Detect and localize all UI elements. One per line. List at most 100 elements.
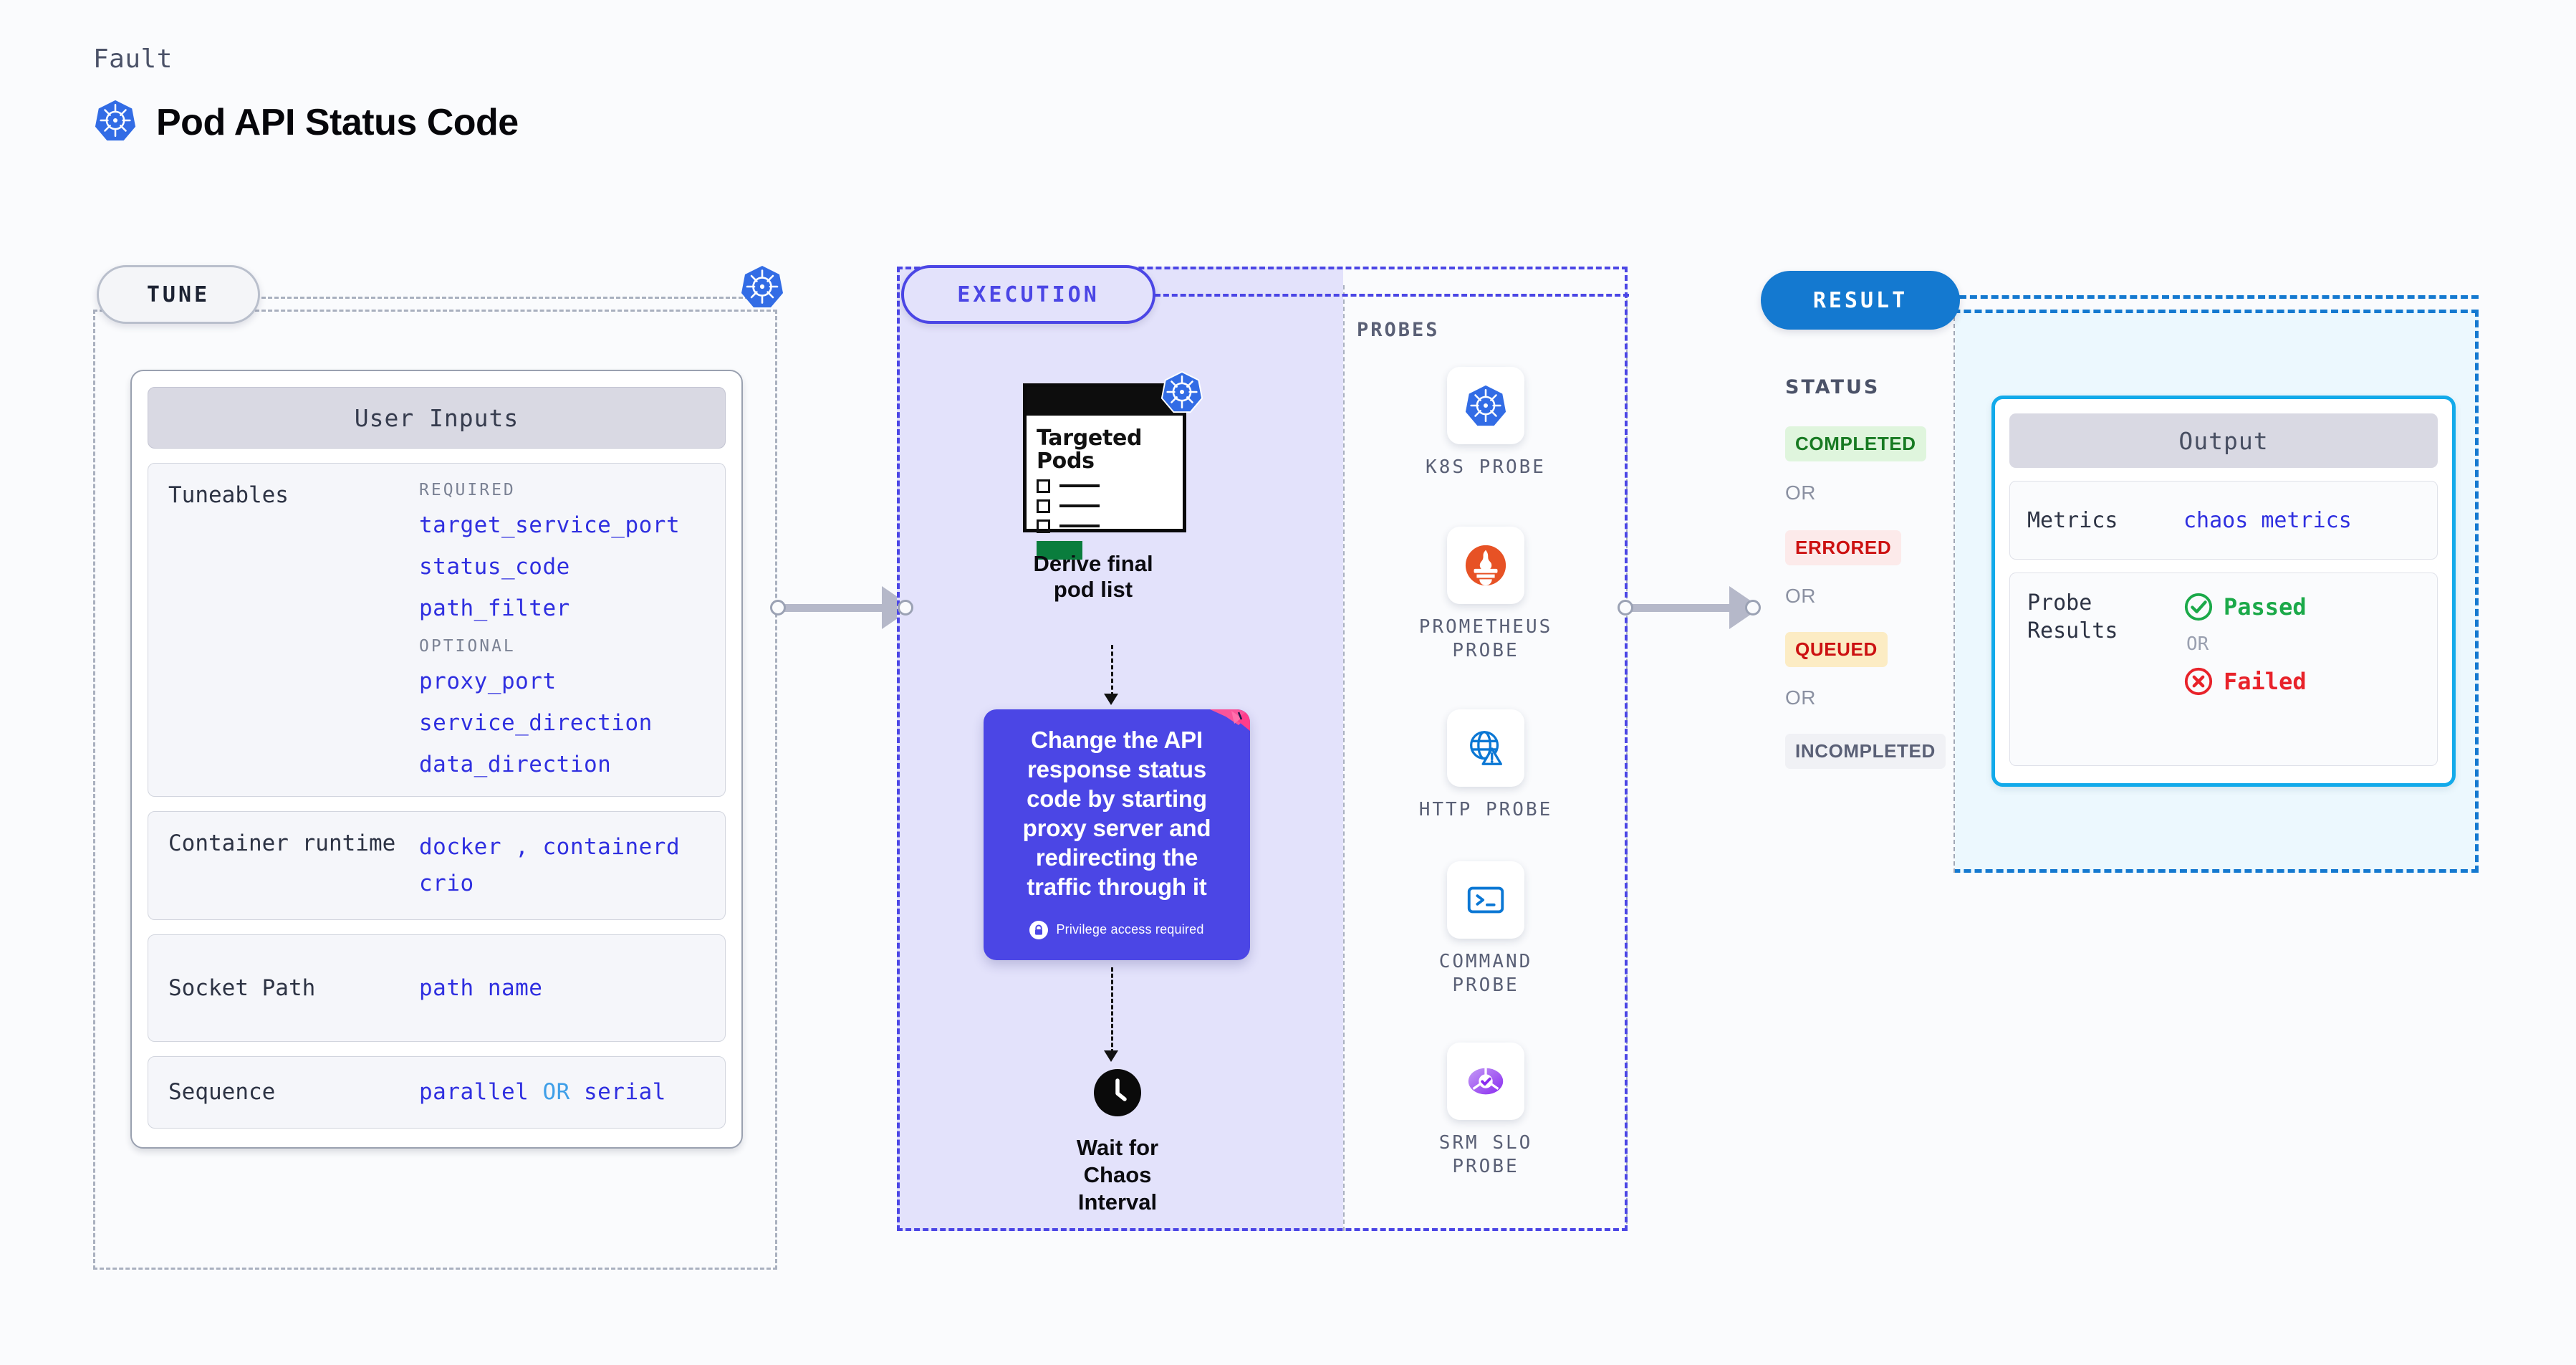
- probe-result-passed: Passed: [2183, 592, 2307, 622]
- status-or-2: OR: [1785, 585, 1816, 607]
- output-title: Output: [2009, 413, 2438, 468]
- socket-path-value: path name: [419, 974, 543, 1001]
- result-header-dashline: [1959, 295, 2479, 299]
- failed-label: Failed: [2224, 668, 2307, 695]
- probe-http[interactable]: HTTP PROBE: [1414, 709, 1557, 822]
- runtime-containerd: containerd: [542, 834, 681, 860]
- tunable-data-direction[interactable]: data_direction: [419, 752, 612, 777]
- flow-arrow-2: [1104, 1050, 1118, 1062]
- tune-stage-pill[interactable]: TUNE: [97, 265, 260, 324]
- connector-bar: [1630, 603, 1736, 612]
- card-titlebar: [1027, 387, 1183, 416]
- checkbox-icon: [1037, 519, 1050, 533]
- probe-command[interactable]: COMMAND PROBE: [1414, 861, 1557, 998]
- runtime-crio: crio: [419, 871, 474, 897]
- metrics-label: Metrics: [2027, 507, 2118, 533]
- fault-label: Fault: [93, 44, 173, 74]
- execution-stage-container: [897, 267, 1628, 1231]
- required-kicker: REQUIRED: [419, 481, 516, 499]
- tunable-proxy-port[interactable]: proxy_port: [419, 669, 557, 694]
- container-runtime-row: Container runtime docker , containerd cr…: [148, 811, 726, 921]
- chaos-description: Change the API response status code by s…: [1022, 727, 1211, 900]
- probe-label: HTTP PROBE: [1418, 799, 1553, 820]
- flow-line-2: [1111, 967, 1113, 1053]
- container-runtime-label: Container runtime: [168, 830, 396, 856]
- page-title: Pod API Status Code: [156, 101, 519, 143]
- x-circle-icon: [2184, 667, 2213, 696]
- kubernetes-icon: [93, 98, 138, 146]
- execution-header-dashline: [1155, 294, 1629, 297]
- terminal-icon: [1447, 861, 1524, 939]
- checkbox-icon: [1037, 499, 1050, 513]
- tune-header-dashline: [261, 297, 756, 299]
- kubernetes-icon: [1447, 367, 1524, 444]
- chaos-ribbon-icon: [1210, 709, 1250, 749]
- globe-warning-icon: [1447, 709, 1524, 787]
- metrics-row: Metrics chaos metrics: [2009, 481, 2438, 560]
- status-badge-errored: ERRORED: [1785, 530, 1902, 565]
- probes-section-label: PROBES: [1357, 319, 1440, 341]
- probe-label: SRM SLO PROBE: [1438, 1132, 1533, 1178]
- tunable-service-direction[interactable]: service_direction: [419, 710, 653, 736]
- check-circle-icon: [2184, 593, 2213, 621]
- status-bar-indicator: [1037, 540, 1082, 560]
- privilege-note-text: Privilege access required: [1056, 922, 1204, 937]
- connector-execution-to-result: [1618, 586, 1761, 629]
- socket-path-label: Socket Path: [168, 974, 316, 1001]
- passed-label: Passed: [2224, 593, 2307, 621]
- probe-prometheus[interactable]: PROMETHEUS PROBE: [1414, 527, 1557, 664]
- connector-end-dot: [1745, 600, 1761, 616]
- tunable-path-filter[interactable]: path_filter: [419, 595, 570, 621]
- derive-pod-list-caption: Derive final pod list: [1033, 551, 1153, 602]
- kubernetes-badge-pods: [1160, 370, 1204, 418]
- connector-end-dot: [898, 600, 913, 616]
- status-badge-queued: QUEUED: [1785, 632, 1888, 667]
- prometheus-icon: [1447, 527, 1524, 604]
- targeted-pods-figure: Targeted Pods: [1023, 370, 1203, 603]
- title-row: Pod API Status Code: [93, 98, 519, 146]
- status-badge-completed: COMPLETED: [1785, 426, 1926, 461]
- metrics-value: chaos metrics: [2183, 507, 2352, 533]
- sequence-joiner: OR: [542, 1079, 570, 1106]
- wait-caption-line1: Wait for Chaos: [1076, 1135, 1159, 1187]
- connector-start-dot: [770, 600, 786, 616]
- probe-result-or: OR: [2186, 633, 2209, 655]
- result-stage-pill[interactable]: RESULT: [1761, 271, 1960, 330]
- optional-kicker: OPTIONAL: [419, 637, 516, 656]
- output-card: Output Metrics chaos metrics Probe Resul…: [1991, 396, 2456, 787]
- socket-path-row: Socket Path path name: [148, 934, 726, 1043]
- sequence-row: Sequence parallel OR serial: [148, 1056, 726, 1129]
- tunable-status-code[interactable]: status_code: [419, 554, 570, 580]
- pod-list-item: [1037, 499, 1183, 513]
- list-line: [1059, 504, 1100, 508]
- list-line: [1059, 484, 1100, 488]
- privilege-note: Privilege access required: [1029, 920, 1204, 939]
- tune-stage-container: [93, 310, 777, 1270]
- probe-srm-slo[interactable]: SRM SLO PROBE: [1414, 1043, 1557, 1179]
- execution-stage-pill[interactable]: EXECUTION: [901, 265, 1155, 324]
- probe-result-failed: Failed: [2183, 666, 2307, 696]
- connector-tune-to-execution: [770, 586, 913, 629]
- list-line: [1059, 525, 1100, 528]
- probe-label: COMMAND PROBE: [1438, 951, 1533, 997]
- connector-bar: [783, 603, 889, 612]
- chaos-action-card: Change the API response status code by s…: [984, 709, 1250, 960]
- status-column: [1759, 310, 1955, 873]
- status-or-1: OR: [1785, 482, 1816, 504]
- tunable-target-service-port[interactable]: target_service_port: [419, 512, 681, 538]
- probe-results-label: Probe Results: [2027, 590, 2118, 643]
- clock-icon: [1094, 1069, 1141, 1116]
- pod-list-item: [1037, 479, 1183, 493]
- lock-icon: [1029, 920, 1049, 939]
- sequence-label: Sequence: [168, 1079, 276, 1106]
- status-or-3: OR: [1785, 686, 1816, 709]
- runtime-separator: ,: [515, 834, 529, 860]
- srm-slo-icon: [1447, 1043, 1524, 1120]
- user-inputs-card: User Inputs Tuneables REQUIRED target_se…: [130, 370, 743, 1149]
- targeted-pods-card: Targeted Pods: [1023, 370, 1203, 560]
- probe-k8s[interactable]: K8S PROBE: [1414, 367, 1557, 479]
- probe-results-row: Probe Results Passed OR Failed: [2009, 573, 2438, 766]
- probe-label: PROMETHEUS PROBE: [1418, 616, 1553, 662]
- status-label: STATUS: [1785, 376, 1880, 398]
- user-inputs-title: User Inputs: [148, 387, 726, 449]
